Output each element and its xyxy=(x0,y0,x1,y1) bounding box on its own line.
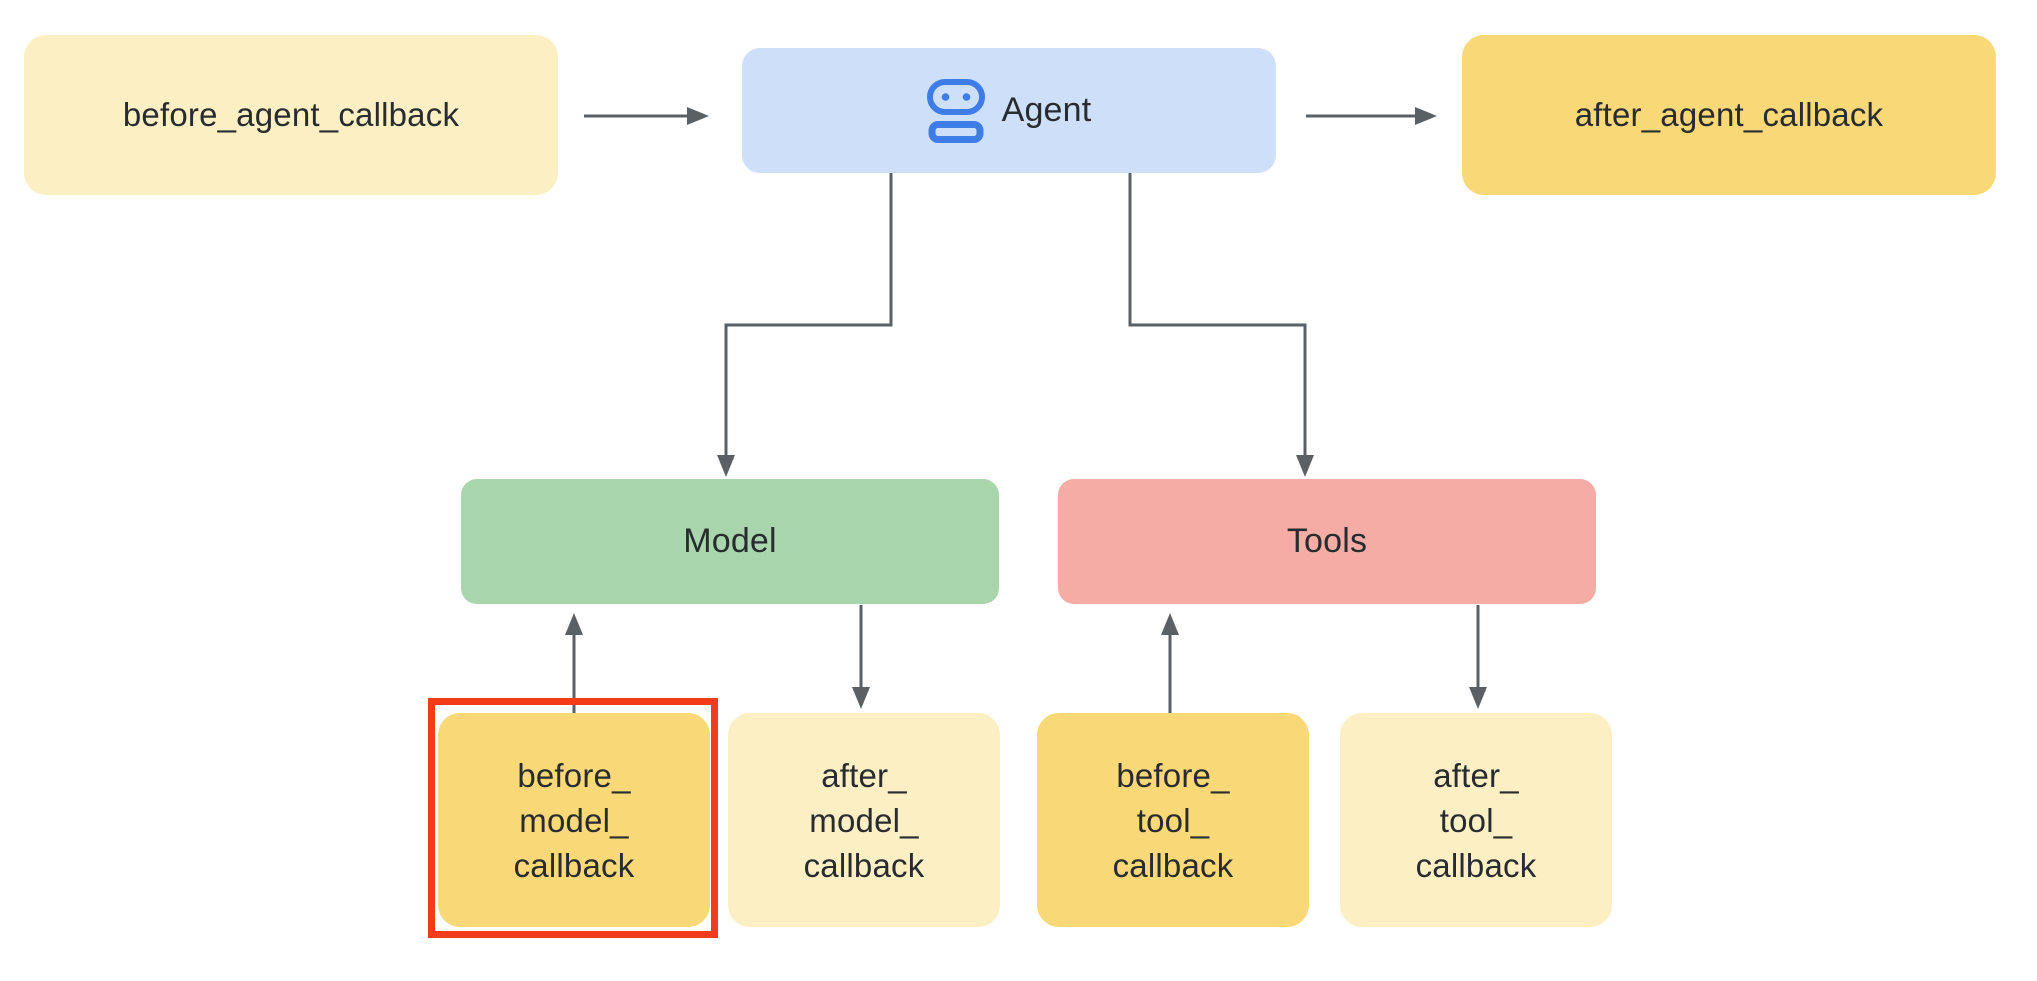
node-label-line: model_ xyxy=(809,801,919,839)
node-after-model-callback: after_ model_ callback xyxy=(728,713,1000,927)
node-label: Tools xyxy=(1286,522,1368,560)
node-label-line: before_ xyxy=(1116,756,1230,794)
node-label-line: callback xyxy=(803,846,925,884)
arrow-agent-to-tools xyxy=(1128,173,1314,477)
node-label-line: before_ xyxy=(517,756,631,794)
robot-icon xyxy=(926,78,985,143)
node-before-tool-callback: before_ tool_ callback xyxy=(1037,713,1309,927)
node-label: before_agent_callback xyxy=(122,96,460,133)
node-label: after_agent_callback xyxy=(1574,96,1884,133)
node-model: Model xyxy=(461,479,999,604)
highlight-border xyxy=(428,698,718,938)
node-label: Agent xyxy=(1001,91,1092,129)
node-after-agent-callback: after_agent_callback xyxy=(1462,35,1996,195)
node-label: Model xyxy=(683,522,777,560)
node-label-line: tool_ xyxy=(1136,801,1210,839)
node-label-line: after_ xyxy=(821,756,907,794)
node-tools: Tools xyxy=(1058,479,1596,604)
arrow-agent-to-model xyxy=(717,173,893,477)
node-after-tool-callback: after_ tool_ callback xyxy=(1340,713,1612,927)
node-label-line: model_ xyxy=(519,801,629,839)
node-label-line: callback xyxy=(513,846,635,884)
node-label-line: after_ xyxy=(1433,756,1519,794)
node-label-line: callback xyxy=(1112,846,1234,884)
node-before-model-callback: before_ model_ callback xyxy=(438,713,710,927)
node-label-line: callback xyxy=(1415,846,1537,884)
node-agent: Agent xyxy=(742,48,1276,173)
node-before-agent-callback: before_agent_callback xyxy=(24,35,558,195)
node-label-line: tool_ xyxy=(1439,801,1513,839)
